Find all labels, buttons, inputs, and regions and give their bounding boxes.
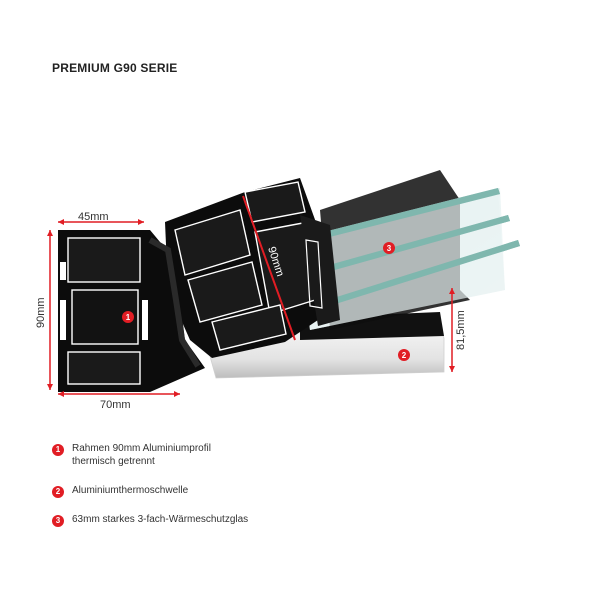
legend-badge: 2 [52,486,64,498]
legend-line: thermisch getrennt [72,456,155,467]
legend-line: Aluminiumthermoschwelle [72,485,189,496]
dimension-lines [47,195,455,397]
legend-badge: 1 [52,444,64,456]
dim-bottom-width: 70mm [100,399,131,411]
legend-item-1: 1 Rahmen 90mm Aluminiumprofil thermisch … [52,442,552,468]
marker-3: 3 [383,242,395,254]
dim-right-height: 81,5mm [455,310,467,350]
page-title: PREMIUM G90 SERIE [52,61,178,75]
legend-line: 63mm starkes 3-fach-Wärmeschutzglas [72,514,249,525]
marker-1: 1 [122,311,134,323]
legend-item-3: 3 63mm starkes 3-fach-Wärmeschutzglas [52,513,552,527]
marker-2: 2 [398,349,410,361]
svg-text:1: 1 [126,313,131,322]
legend-badge: 3 [52,515,64,527]
svg-text:3: 3 [387,244,392,253]
tilted-sash-profile [165,178,340,358]
dim-left-height: 90mm [35,297,47,328]
dim-top-width: 45mm [78,211,109,223]
legend-line: Rahmen 90mm Aluminiumprofil [72,443,211,454]
legend: 1 Rahmen 90mm Aluminiumprofil thermisch … [52,442,552,542]
triple-glass [298,170,520,330]
svg-text:2: 2 [402,351,407,360]
fixed-frame-profile [58,230,205,392]
legend-item-2: 2 Aluminiumthermoschwelle [52,484,552,498]
